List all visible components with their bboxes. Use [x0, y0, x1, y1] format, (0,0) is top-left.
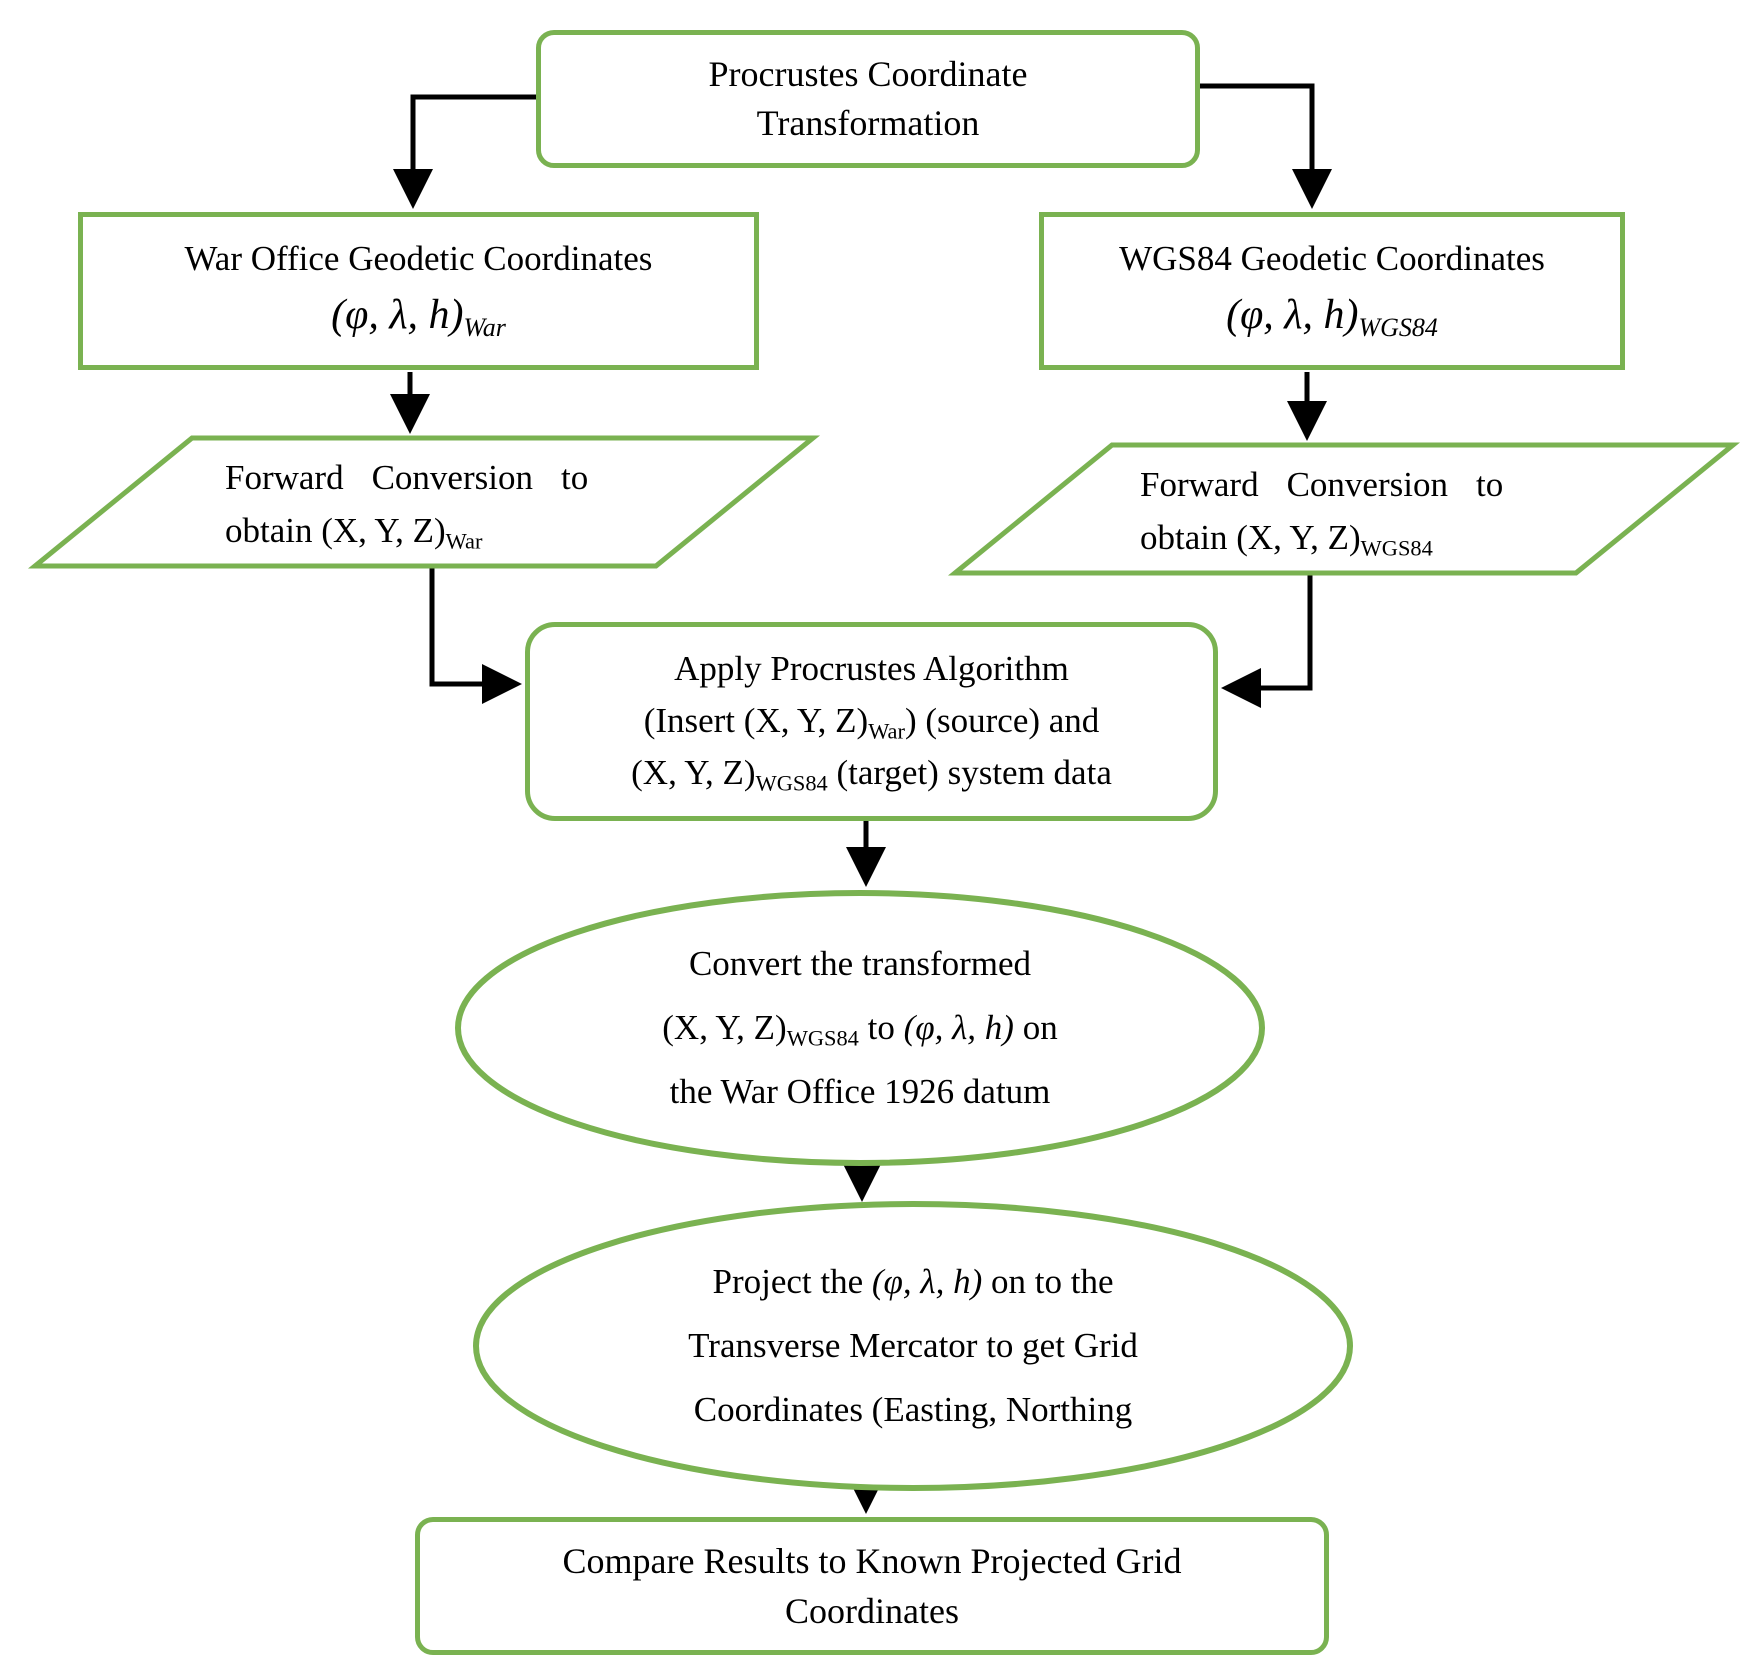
- apply-line3-post: (target) system data: [827, 753, 1112, 793]
- war-coords-formula: (φ, λ, h)War: [331, 289, 506, 344]
- war-coords-label: War Office Geodetic Coordinates (φ, λ, h…: [78, 212, 759, 370]
- start-node-label: Procrustes Coordinate Transformation: [536, 30, 1200, 168]
- apply-line2: (Insert (X, Y, Z)War) (source) and: [644, 695, 1100, 748]
- connector-start-to-wgs84: [1200, 83, 1332, 209]
- forward-wgs84-line2-text: obtain (X, Y, Z): [1140, 517, 1361, 557]
- apply-node-box: [525, 622, 1218, 821]
- connector-forwardwgs84-to-apply: [1221, 571, 1313, 708]
- apply-line3-subscript: WGS84: [755, 771, 828, 797]
- convert-line2-xyz: (X, Y, Z): [662, 1008, 787, 1048]
- compare-line2: Coordinates: [785, 1591, 959, 1631]
- forward-war-label: Forward Conversion to obtain (X, Y, Z)Wa…: [225, 452, 655, 558]
- ellipse-convert: [455, 890, 1265, 1166]
- convert-line2-formula: (φ, λ, h): [903, 1008, 1014, 1048]
- apply-line1: Apply Procrustes Algorithm: [674, 648, 1069, 688]
- connector-start-to-war: [393, 94, 536, 209]
- project-line3: Coordinates (Easting, Northing: [693, 1389, 1133, 1429]
- wgs84-coords-formula: (φ, λ, h)WGS84: [1226, 289, 1438, 344]
- parallelogram-forward-war: [27, 435, 821, 569]
- forward-war-line2-text: obtain (X, Y, Z): [225, 510, 446, 550]
- forward-wgs84-line2: obtain (X, Y, Z)WGS84: [1140, 512, 1433, 565]
- war-coords-title: War Office Geodetic Coordinates: [184, 239, 653, 279]
- wgs84-formula-subscript: WGS84: [1358, 313, 1438, 343]
- forward-wgs84-line1: Forward Conversion to: [1140, 465, 1504, 504]
- convert-line3: the War Office 1926 datum: [669, 1071, 1051, 1111]
- apply-line2-subscript: War: [868, 718, 905, 744]
- wgs84-coords-title: WGS84 Geodetic Coordinates: [1119, 239, 1545, 279]
- forward-wgs84-line2-subscript: WGS84: [1360, 535, 1433, 561]
- project-line1: Project the (φ, λ, h) on to the: [713, 1250, 1114, 1314]
- forward-war-line1: Forward Conversion to: [225, 458, 589, 497]
- start-line1: Procrustes Coordinate: [708, 54, 1028, 95]
- convert-line1: Convert the transformed: [688, 944, 1032, 984]
- compare-node-box: [415, 1517, 1329, 1655]
- apply-node-label: Apply Procrustes Algorithm (Insert (X, Y…: [525, 622, 1218, 821]
- apply-line3-pre: (X, Y, Z): [631, 753, 756, 793]
- convert-line2-subscript: WGS84: [786, 1025, 859, 1051]
- project-line2: Transverse Mercator to get Grid: [688, 1326, 1138, 1366]
- parallelogram-forward-wgs84: [947, 442, 1741, 576]
- forward-wgs84-label: Forward Conversion to obtain (X, Y, Z)WG…: [1140, 459, 1580, 565]
- wgs84-coords-box: [1039, 212, 1625, 370]
- ellipse-project: [473, 1201, 1353, 1491]
- convert-node-label: Convert the transformed (X, Y, Z)WGS84 t…: [458, 893, 1262, 1163]
- wgs84-coords-label: WGS84 Geodetic Coordinates (φ, λ, h)WGS8…: [1039, 212, 1625, 370]
- apply-line2-post: ) (source) and: [904, 700, 1100, 740]
- project-line1-formula: (φ, λ, h): [871, 1262, 983, 1302]
- project-line1-post: on to the: [982, 1262, 1114, 1302]
- convert-line2: (X, Y, Z)WGS84 to (φ, λ, h) on: [662, 996, 1057, 1060]
- project-line1-pre: Project the: [712, 1262, 872, 1302]
- convert-line2-post: on: [1013, 1008, 1058, 1048]
- apply-line3: (X, Y, Z)WGS84 (target) system data: [631, 747, 1112, 800]
- compare-node-label: Compare Results to Known Projected Grid …: [415, 1517, 1329, 1655]
- war-formula-subscript: War: [463, 313, 506, 343]
- war-formula-main: (φ, λ, h): [331, 292, 464, 339]
- connector-forwardwar-to-apply: [429, 564, 522, 704]
- wgs84-formula-main: (φ, λ, h): [1226, 292, 1359, 339]
- forward-war-line2: obtain (X, Y, Z)War: [225, 505, 482, 558]
- start-node-box: [536, 30, 1200, 168]
- war-coords-box: [78, 212, 759, 370]
- start-line2: Transformation: [756, 103, 980, 143]
- compare-line1: Compare Results to Known Projected Grid: [562, 1540, 1182, 1581]
- convert-line2-mid: to: [858, 1008, 904, 1048]
- project-node-label: Project the (φ, λ, h) on to the Transver…: [476, 1204, 1350, 1488]
- forward-war-line2-subscript: War: [445, 528, 483, 554]
- apply-line2-pre: (Insert (X, Y, Z): [643, 700, 869, 740]
